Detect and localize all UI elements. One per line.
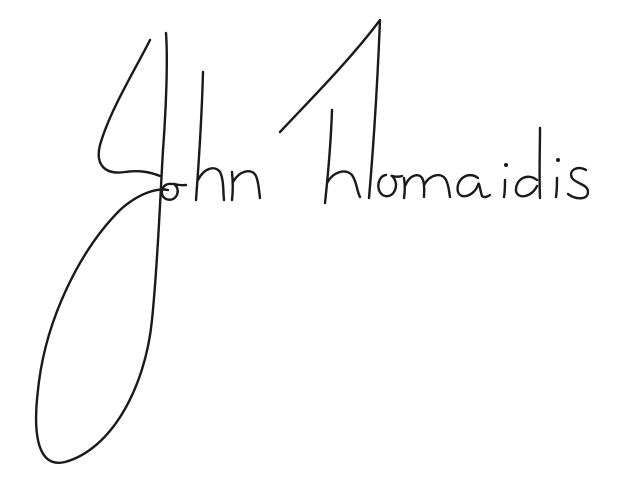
signature-letter-s bbox=[566, 166, 590, 200]
signature-letter-h bbox=[194, 70, 226, 202]
signature-letter-o2 bbox=[377, 173, 404, 198]
signature-letter-m bbox=[402, 173, 452, 200]
signature-i2-dot bbox=[556, 158, 560, 162]
signature-letter-o bbox=[160, 182, 188, 201]
signature-letter-n bbox=[230, 170, 262, 202]
signature-letter-i bbox=[502, 178, 507, 199]
signature-letter-h2 bbox=[323, 108, 362, 205]
signature-i-dot bbox=[504, 163, 508, 167]
signature-letter-d bbox=[514, 126, 542, 200]
signature-letter-i2 bbox=[554, 176, 559, 199]
signature-letter-T bbox=[278, 18, 382, 200]
signature-letter-J bbox=[34, 31, 170, 464]
signature-letter-a bbox=[456, 173, 492, 199]
signature-letter-J-hook bbox=[97, 38, 162, 178]
